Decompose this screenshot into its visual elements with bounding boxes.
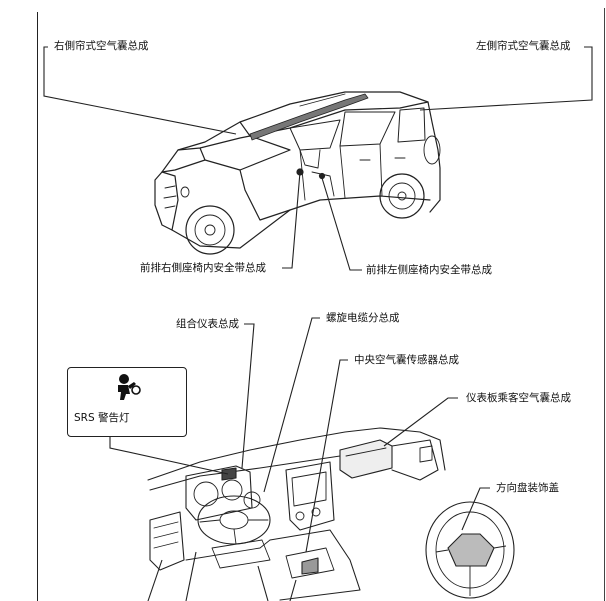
left-border-line [37,12,38,601]
suv-illustration [154,91,441,255]
label-front-left-seatbelt: 前排左侧座椅内安全带总成 [366,264,492,276]
label-left-curtain-airbag: 左側帘式空气囊总成 [476,40,571,52]
dashboard-illustration [147,427,446,601]
right-border-line [604,8,605,601]
srs-warning-light-label: SRS 警告灯 [74,412,130,424]
airbag-warning-icon [118,374,141,400]
label-steering-pad: 方向盘装饰盖 [496,482,559,494]
bottom-leader-lines [109,317,490,601]
label-combination-meter: 组合仪表总成 [176,318,239,330]
label-spiral-cable: 螺旋电缆分总成 [326,312,400,324]
label-front-right-seatbelt: 前排右側座椅内安全带总成 [140,262,266,274]
label-passenger-airbag: 仪表板乘客空气囊总成 [466,392,571,404]
label-center-airbag-sensor: 中央空气囊传感器总成 [354,354,459,366]
top-leader-lines [43,46,593,271]
label-right-curtain-airbag: 右側帘式空气囊总成 [54,40,149,52]
srs-warning-callout: SRS 警告灯 [67,367,187,437]
steering-pad-inset [425,501,515,599]
